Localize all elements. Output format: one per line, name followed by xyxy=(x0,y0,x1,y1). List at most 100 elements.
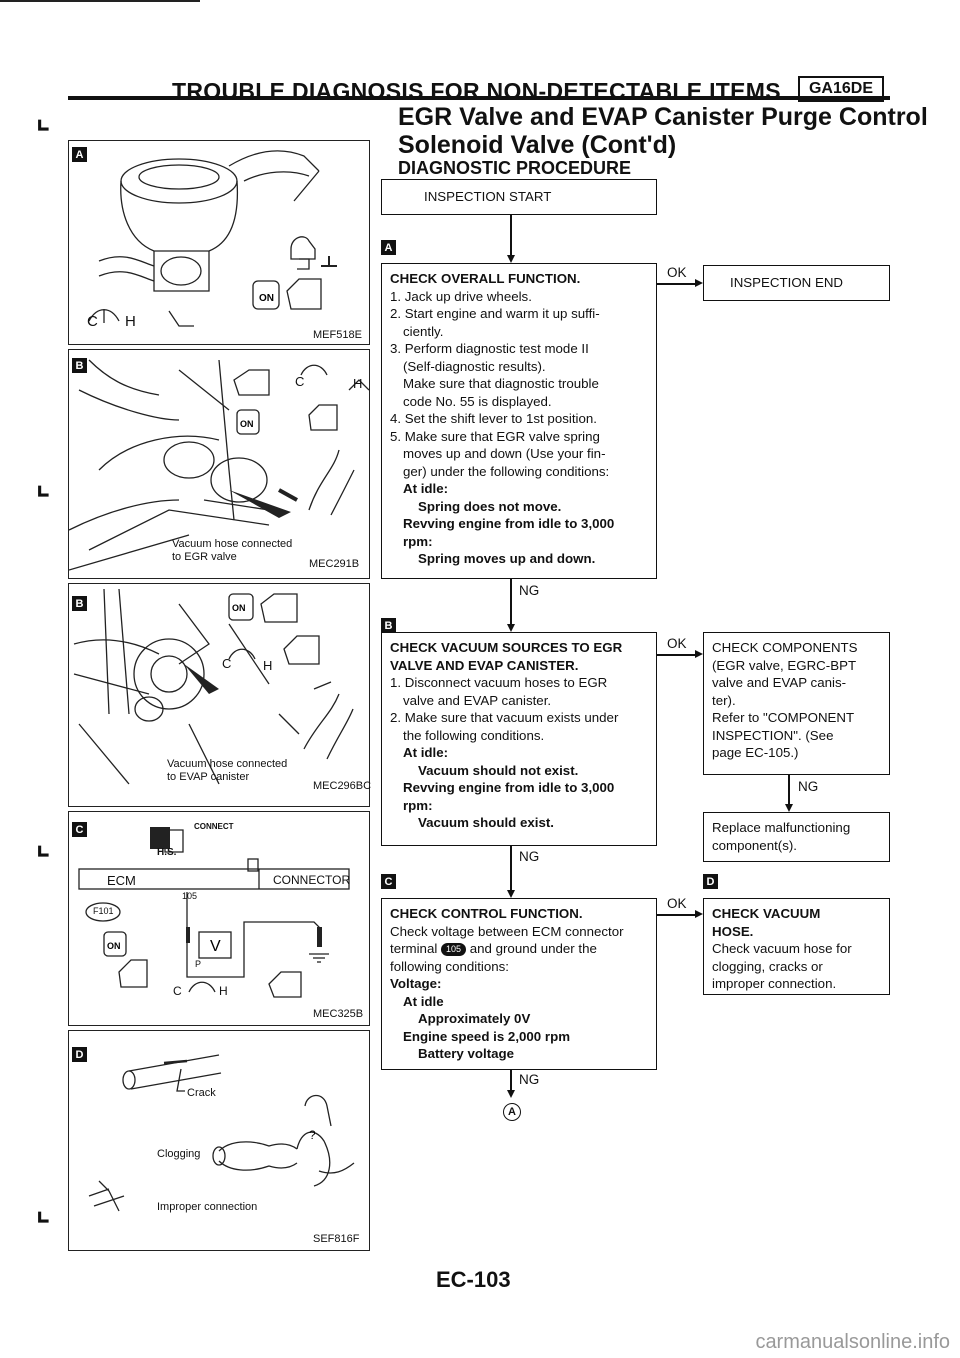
hot-mark: H xyxy=(125,313,136,330)
step-line: 2. Start engine and warm it up suffi- xyxy=(390,306,600,321)
step-letter: C xyxy=(381,874,396,889)
check-control-function-box: CHECK CONTROL FUNCTION. Check voltage be… xyxy=(381,898,657,1070)
components-line: (EGR valve, EGRC-BPT xyxy=(712,657,857,673)
caption-line-2: to EGR valve xyxy=(172,551,237,563)
arrow-down xyxy=(785,804,793,812)
inspection-end-box: INSPECTION END xyxy=(703,265,890,301)
margin-mark: ⌞ xyxy=(36,468,51,501)
arrow-down xyxy=(507,624,515,632)
condition-label: rpm: xyxy=(403,797,433,813)
check-components-box: CHECK COMPONENTS (EGR valve, EGRC-BPT va… xyxy=(703,632,890,775)
ng-label: NG xyxy=(798,779,819,794)
svg-text:?: ? xyxy=(309,1128,316,1142)
egr-valve-illustration: ON xyxy=(88,150,337,327)
svg-text:ON: ON xyxy=(259,293,274,304)
ng-label: NG xyxy=(519,583,540,598)
title-line-2: Solenoid Valve (Cont'd) xyxy=(398,131,677,159)
replace-component-box: Replace malfunctioning component(s). xyxy=(703,812,890,862)
ng-label: NG xyxy=(519,1072,540,1087)
step-title: CHECK VACUUM SOURCES TO EGR xyxy=(390,640,623,655)
condition-value: Spring does not move. xyxy=(418,498,562,514)
components-line: valve and EVAP canis- xyxy=(712,675,847,690)
terminal-number: 105 xyxy=(182,891,198,901)
voltage-label: Voltage: xyxy=(390,976,442,991)
step-line: 2. Make sure that vacuum exists under xyxy=(390,710,619,725)
figure-code: MEC296BC xyxy=(313,780,372,792)
step-letter: D xyxy=(703,874,718,889)
step-line: the following conditions. xyxy=(403,727,545,743)
condition-value: Battery voltage xyxy=(418,1046,515,1061)
hot-mark: H xyxy=(353,376,363,391)
voltage-check-illustration: V ON xyxy=(78,827,350,998)
step-line: terminal 105 and ground under the xyxy=(390,940,648,958)
page-title: EGR Valve and EVAP Canister Purge Contro… xyxy=(398,103,928,159)
margin-mark: ⌞ xyxy=(36,1194,51,1227)
components-line: Refer to "COMPONENT xyxy=(712,710,855,725)
clogging-label: Clogging xyxy=(157,1148,201,1160)
ok-label: OK xyxy=(667,636,687,651)
cold-mark: C xyxy=(173,984,182,998)
figure-c: C V ON H.S. CONNECT ECM CONNECTOR F101 1… xyxy=(68,811,370,1026)
condition-label: At idle xyxy=(403,993,444,1009)
connect-label: CONNECT xyxy=(194,822,234,831)
svg-text:ON: ON xyxy=(240,419,254,429)
figure-code: MEC291B xyxy=(309,558,360,570)
condition-value: Approximately 0V xyxy=(418,1011,531,1026)
svg-text:ON: ON xyxy=(107,941,121,951)
figure-letter: B xyxy=(72,358,87,373)
replace-line: Replace malfunctioning xyxy=(712,820,851,835)
step-line: Make sure that diagnostic trouble xyxy=(403,376,599,391)
condition-value: Vacuum should not exist. xyxy=(418,762,579,778)
condition-label: Engine speed is 2,000 rpm xyxy=(403,1028,571,1044)
connector-label: CONNECTOR xyxy=(273,873,351,887)
figure-b-evap: B ON C H Vacuum hose connected to EVAP c… xyxy=(68,583,372,807)
step-line: 3. Perform diagnostic test mode II xyxy=(390,341,589,356)
check-vacuum-hose-box: CHECK VACUUM HOSE. Check vacuum hose for… xyxy=(703,898,890,995)
arrow-down xyxy=(507,255,515,263)
figure-letter: C xyxy=(72,822,87,837)
ok-label: OK xyxy=(667,265,687,280)
figure-code: MEC325B xyxy=(313,1008,364,1020)
connector-line xyxy=(510,579,512,624)
procedure-heading: DIAGNOSTIC PROCEDURE xyxy=(398,158,632,178)
figure-a: A ON C H MEF518E xyxy=(68,140,370,345)
ok-label: OK xyxy=(667,896,687,911)
check-overall-function-box: CHECK OVERALL FUNCTION. 1. Jack up drive… xyxy=(381,263,657,579)
section-header: TROUBLE DIAGNOSIS FOR NON-DETECTABLE ITE… xyxy=(172,78,781,104)
hs-label: H.S. xyxy=(157,847,177,858)
footer-watermark: carmanualsonline.info xyxy=(755,1331,950,1353)
evap-vacuum-hose-illustration: ON xyxy=(73,588,354,785)
step-line: clogging, cracks or xyxy=(712,958,823,974)
crack-label: Crack xyxy=(187,1087,216,1099)
step-line: Check voltage between ECM connector xyxy=(390,923,624,939)
figure-d: D ? Crack Clogging Improper connection S… xyxy=(68,1030,370,1251)
connector-line xyxy=(657,654,695,656)
inspection-end-label: INSPECTION END xyxy=(730,275,844,290)
arrow-right xyxy=(695,279,703,287)
step-line: (Self-diagnostic results). xyxy=(403,358,546,374)
step-title: CHECK VACUUM xyxy=(712,906,821,921)
condition-label: At idle: xyxy=(403,481,449,496)
step-line: code No. 55 is displayed. xyxy=(403,393,552,409)
replace-line: component(s). xyxy=(712,837,797,853)
components-line: ter). xyxy=(712,692,736,708)
connector-line xyxy=(510,1070,512,1090)
step-line: moves up and down (Use your fin- xyxy=(403,446,606,461)
improper-label: Improper connection xyxy=(157,1201,258,1213)
header-rule xyxy=(68,96,890,100)
title-line-1: EGR Valve and EVAP Canister Purge Contro… xyxy=(398,103,928,131)
margin-mark: ⌞ xyxy=(36,102,51,135)
connector-line xyxy=(510,846,512,890)
components-line: CHECK COMPONENTS xyxy=(712,640,858,655)
cold-mark: C xyxy=(87,313,98,330)
components-line: INSPECTION". (See xyxy=(712,727,834,743)
step-line: ciently. xyxy=(403,323,444,339)
step-line: 5. Make sure that EGR valve spring xyxy=(390,428,600,444)
step-title: VALVE AND EVAP CANISTER. xyxy=(390,657,579,673)
check-vacuum-sources-box: CHECK VACUUM SOURCES TO EGR VALVE AND EV… xyxy=(381,632,657,846)
arrow-down xyxy=(507,1090,515,1098)
step-letter: B xyxy=(381,618,396,633)
connector-line xyxy=(788,775,790,804)
condition-label: Revving engine from idle to 3,000 xyxy=(403,516,615,531)
condition-label: rpm: xyxy=(403,533,433,549)
